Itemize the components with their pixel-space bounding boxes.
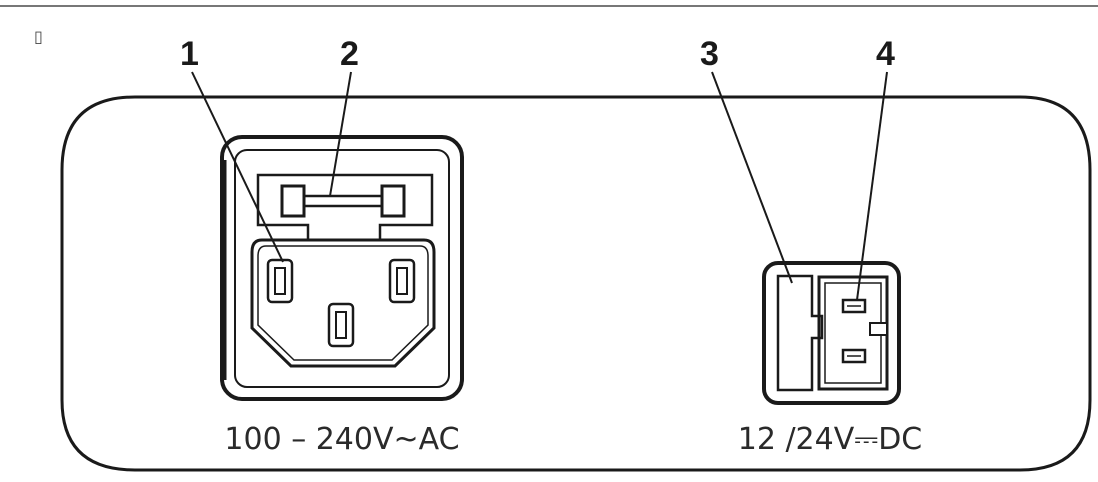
ac-inlet-inner-frame xyxy=(234,149,450,388)
dc-inlet-outer-frame xyxy=(762,261,901,405)
ac-pin-left xyxy=(266,258,294,304)
callout-leader-1 xyxy=(191,71,284,263)
top-marker: ▯ xyxy=(34,27,43,46)
callout-leader-4 xyxy=(856,71,888,301)
ac-pin-right xyxy=(388,258,416,304)
callout-leader-2 xyxy=(329,71,352,197)
dc-pin-top xyxy=(841,298,867,314)
callout-number-1: 1 xyxy=(180,35,199,73)
callout-leader-3 xyxy=(711,71,793,284)
iec-socket-outline xyxy=(250,238,436,368)
ac-pin-earth xyxy=(327,302,355,348)
callout-number-4: 4 xyxy=(876,35,895,73)
dc-pin-bottom xyxy=(841,348,867,364)
callout-number-2: 2 xyxy=(340,35,359,73)
fuse-icon xyxy=(280,184,406,218)
dc-clip xyxy=(776,274,824,392)
device-panel-outline xyxy=(60,95,1092,472)
ac-voltage-label: 100 – 240V~AC xyxy=(224,422,459,457)
callout-number-3: 3 xyxy=(700,35,719,73)
iec-socket-inner xyxy=(257,245,429,361)
ac-inlet xyxy=(220,135,464,401)
dc-socket-key xyxy=(869,322,888,336)
dc-inlet xyxy=(762,261,901,405)
dc-voltage-label: 12 /24V⎓DC xyxy=(738,422,923,457)
